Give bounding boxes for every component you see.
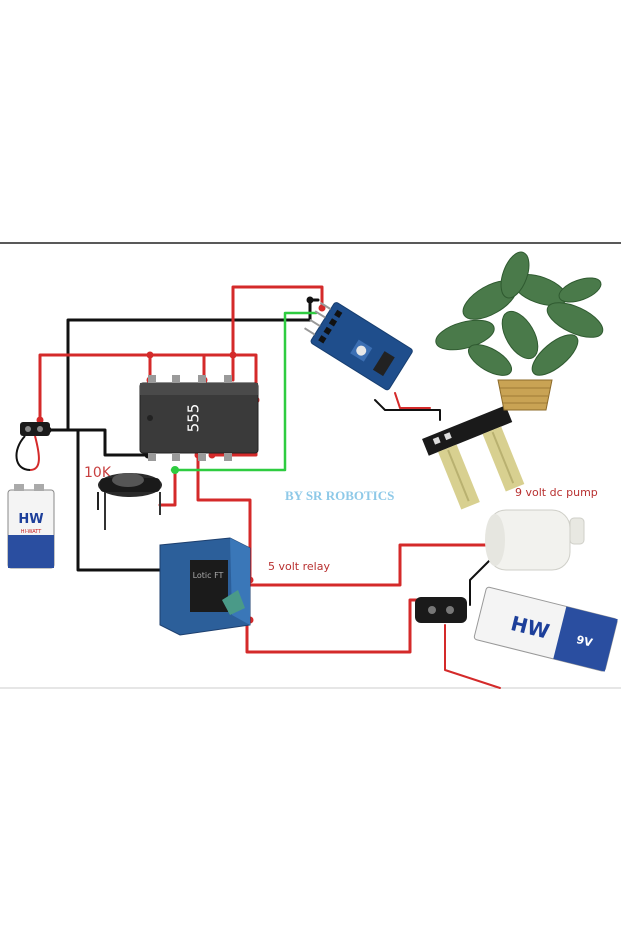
red-wire-pot: [158, 468, 177, 507]
red-wire-relay-pump: [248, 543, 492, 587]
ic-555-chip: 555: [139, 375, 259, 461]
red-wire-battery-lead: [444, 624, 501, 689]
black-wire-sensor-probe: [374, 399, 441, 421]
battery-left: HW HI-WATT: [7, 484, 55, 569]
junction-dot: [318, 304, 326, 312]
battery-right-badge: 9V: [575, 633, 594, 650]
red-wire-pin8: [202, 353, 258, 457]
relay-module: Lotic FT 5 volt relay: [159, 537, 330, 636]
potentiometer-label: 10K: [84, 465, 112, 481]
credit-text: BY SR ROBOTICS: [285, 488, 394, 503]
soil-sensor-module: [304, 301, 413, 391]
red-wire-sensor-probe: [394, 392, 431, 409]
water-pump: 9 volt dc pump: [485, 486, 598, 571]
potted-plant: [435, 251, 604, 411]
chip-label: 555: [185, 404, 203, 433]
battery-clip-right: [415, 597, 467, 623]
junction-dot: [146, 351, 154, 359]
battery-left-brand-sub: HI-WATT: [21, 529, 43, 535]
green-wire-sensor: [170, 311, 318, 472]
junction-dot: [36, 416, 44, 424]
junction-dot: [171, 466, 179, 474]
soil-moisture-probe: [422, 405, 525, 510]
battery-clip-left: [15, 422, 50, 471]
red-wire-relay-battery: [245, 598, 442, 654]
relay-case-text: Lotic FT: [193, 571, 224, 580]
potentiometer: 10K: [84, 465, 162, 530]
black-wire-battery-clip: [46, 428, 150, 457]
red-wire-top: [38, 353, 152, 422]
junction-dot: [229, 351, 237, 359]
battery-right: HW 9V: [473, 586, 618, 672]
wires: [38, 285, 501, 689]
battery-left-brand: HW: [18, 512, 43, 527]
pump-label: 9 volt dc pump: [515, 486, 598, 499]
relay-label: 5 volt relay: [268, 560, 330, 573]
junction-dot: [306, 296, 314, 304]
